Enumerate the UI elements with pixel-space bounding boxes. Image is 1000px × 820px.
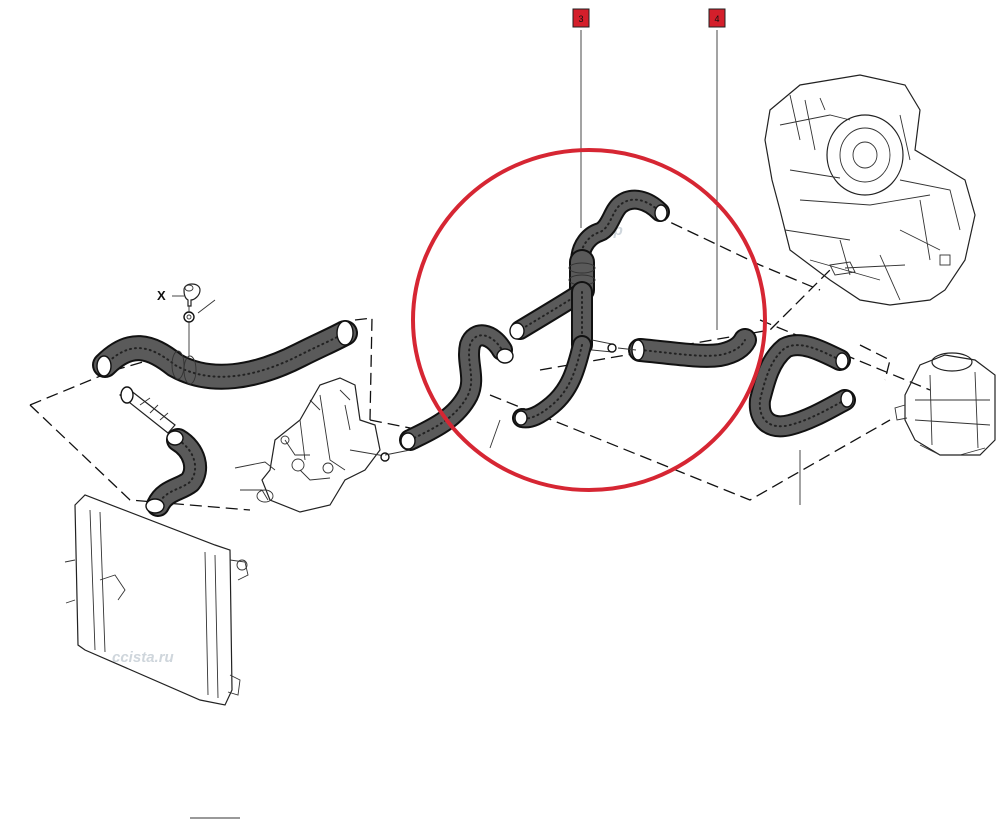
radiator — [64, 494, 249, 706]
filler-cap-icon — [931, 352, 973, 372]
washer-icon — [183, 311, 195, 323]
expansion-tank-hose[interactable] — [748, 334, 856, 438]
tighten-marker: X — [157, 283, 216, 356]
callout-4-label: 4 — [714, 14, 719, 24]
engine-thermostat-housing — [234, 377, 390, 513]
callout-3[interactable]: 3 — [572, 8, 590, 28]
lower-radiator-hose[interactable] — [118, 386, 208, 517]
highlight-circle — [411, 148, 767, 492]
expansion-tank — [894, 352, 996, 456]
heater-blower-unit — [764, 74, 976, 306]
callout-4[interactable]: 4 — [708, 8, 726, 28]
heater-hose-4[interactable] — [617, 328, 757, 368]
dashed-guide-lines — [29, 214, 931, 511]
engine-heater-hose[interactable] — [384, 324, 514, 456]
callout-3-label: 3 — [578, 14, 583, 24]
upper-radiator-hose[interactable] — [92, 320, 358, 390]
wrench-clamp-icon — [183, 283, 201, 307]
tighten-marker-label: X — [157, 288, 166, 303]
heater-hose-assembly-3[interactable] — [509, 189, 670, 429]
watermark-bottom: ccista.ru — [112, 649, 174, 666]
